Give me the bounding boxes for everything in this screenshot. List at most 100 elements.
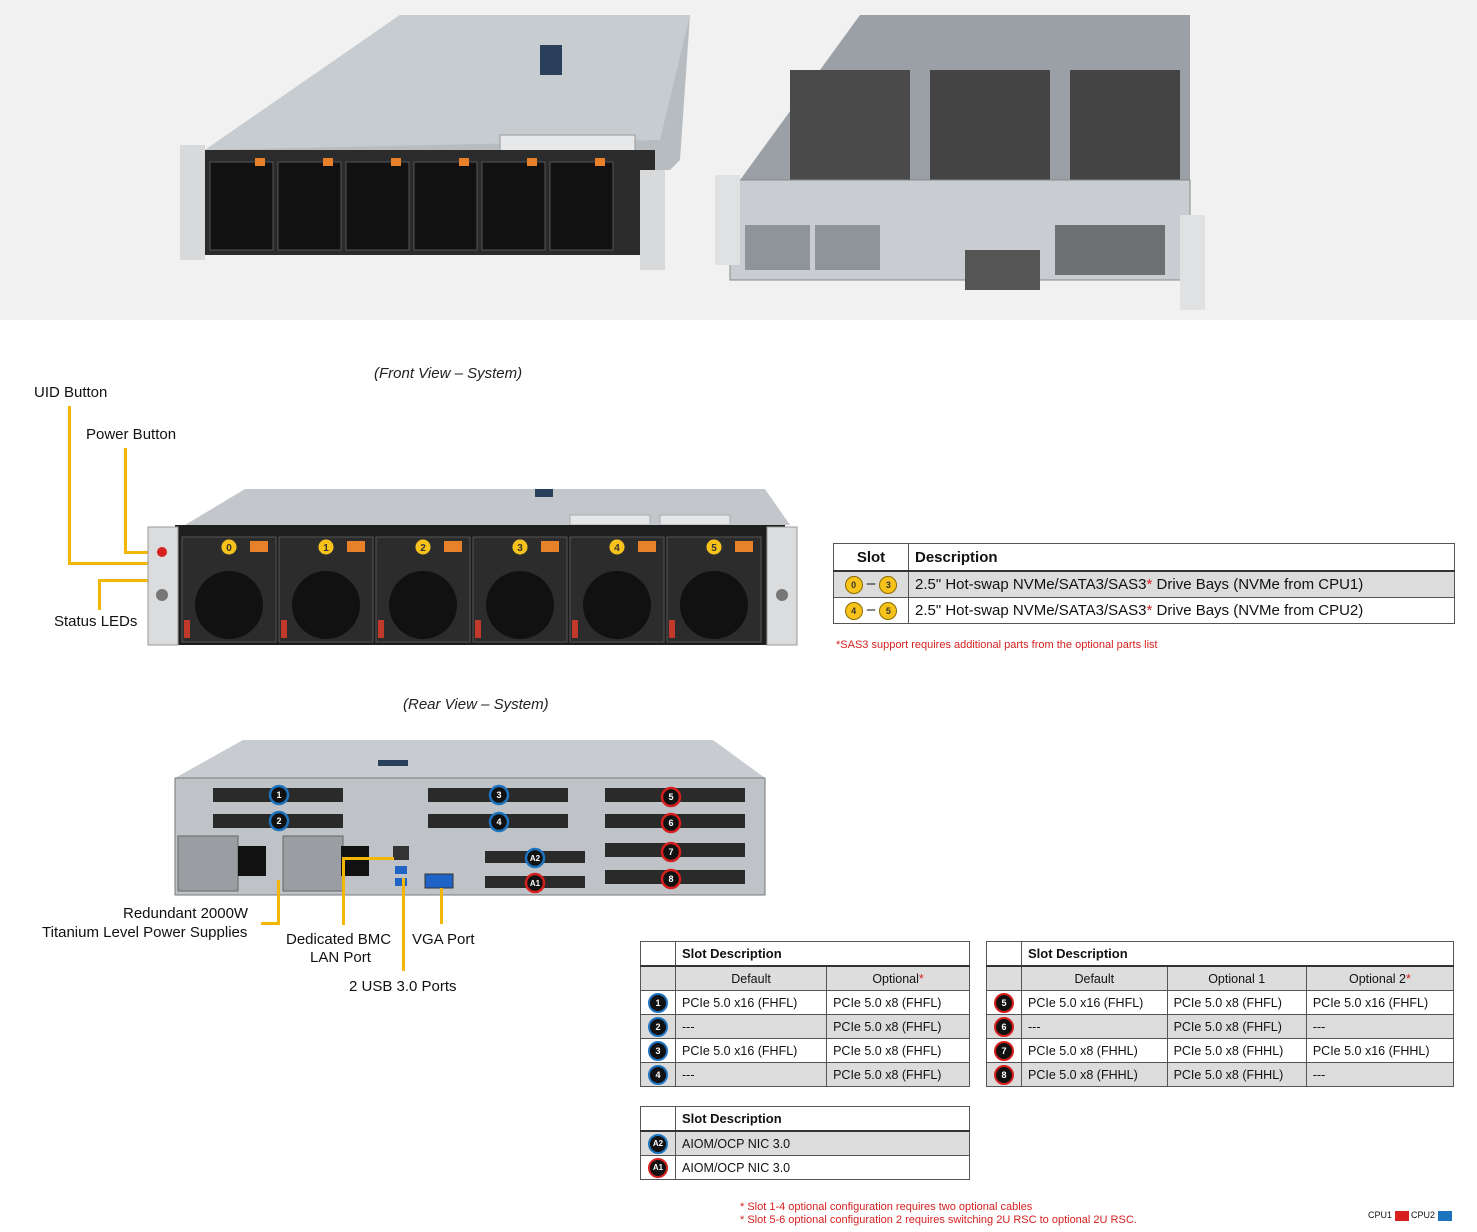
vga-callout-line [440, 888, 443, 924]
slot-badge-3: 3 [496, 790, 501, 800]
sas3-mark: * [1146, 576, 1153, 593]
optional-1-cell: PCIe 5.0 x8 (FHFL) [1166, 1014, 1307, 1039]
usb-port-1[interactable] [395, 866, 407, 874]
optional-cell: PCIe 5.0 x8 (FHFL) [826, 1062, 970, 1087]
bay-badge: 5 [879, 601, 898, 620]
rear-iso-photo [715, 15, 1205, 310]
cpu2-legend-label: CPU2 [1411, 1210, 1436, 1220]
rear-view-chassis: 1 2 3 4 5 6 7 8 A2 A1 [174, 740, 766, 896]
slot-table-5-8: Slot Description Default Optional 1 Opti… [986, 941, 1455, 1087]
default-cell: --- [1021, 1014, 1168, 1039]
front-ear-right-panel [766, 526, 798, 646]
slot-badge-a2: A2 [530, 854, 541, 863]
nic-card [1055, 225, 1165, 275]
drive-table-header-slot: Slot [833, 543, 909, 572]
table-row: 1 PCIe 5.0 x16 (FHFL) PCIe 5.0 x8 (FHFL) [640, 990, 970, 1015]
slot-badge-2: 2 [276, 816, 281, 826]
power-button-label: Power Button [86, 426, 177, 443]
slot-badge: 7 [994, 1040, 1014, 1061]
slot-badge: 2 [648, 1016, 668, 1037]
col-default: Default [1021, 965, 1168, 991]
psu-1 [177, 835, 239, 892]
range-dash: – [866, 601, 876, 619]
default-cell: PCIe 5.0 x8 (FHHL) [1021, 1062, 1168, 1087]
cpu1-swatch [1394, 1210, 1409, 1221]
front-iso-photo [180, 15, 690, 270]
cpu-legend: CPU1 CPU2 [1368, 1210, 1452, 1221]
bmc-label-line2: LAN Port [310, 949, 371, 966]
optional-cell: PCIe 5.0 x8 (FHFL) [826, 1038, 970, 1063]
psu-photo-2 [815, 225, 880, 270]
riser-card-middle [930, 70, 1050, 180]
default-cell: --- [674, 1014, 828, 1039]
slot-badge-a1: A1 [530, 879, 541, 888]
bottom-note-2: * Slot 5-6 optional configuration 2 requ… [740, 1214, 1137, 1226]
right-thumb-screw [776, 589, 788, 601]
bmc-lan-port[interactable] [393, 846, 409, 860]
status-callout-line-h [98, 579, 160, 582]
slot-badge: 6 [994, 1016, 1014, 1037]
riser-card-left [790, 70, 910, 180]
default-cell: PCIe 5.0 x8 (FHHL) [1021, 1038, 1168, 1063]
table-row: 6 --- PCIe 5.0 x8 (FHFL) --- [986, 1014, 1455, 1039]
cpu1-legend-label: CPU1 [1368, 1210, 1393, 1220]
aiom-desc-cell: AIOM/OCP NIC 3.0 [675, 1155, 970, 1180]
table-row: 8 PCIe 5.0 x8 (FHHL) PCIe 5.0 x8 (FHHL) … [986, 1062, 1455, 1087]
drive-desc-tail: Drive Bays (NVMe from CPU1) [1152, 576, 1364, 593]
sfp-ports [965, 250, 1040, 290]
range-dash: – [866, 575, 876, 593]
riser-card-right [1070, 70, 1180, 190]
psu-2-ac-inlet [341, 846, 369, 876]
vga-port[interactable] [424, 873, 454, 889]
slot-badge-7: 7 [668, 847, 673, 857]
optional-1-cell: PCIe 5.0 x8 (FHFL) [1166, 990, 1307, 1015]
slot-badge-1: 1 [276, 790, 281, 800]
default-cell: PCIe 5.0 x16 (FHFL) [674, 1038, 828, 1063]
bay-number-5: 5 [711, 543, 717, 554]
slot-badge: 8 [994, 1064, 1014, 1085]
table-row: A2 AIOM/OCP NIC 3.0 [640, 1130, 970, 1156]
slot-badge-6: 6 [668, 818, 673, 828]
aiom-slot-table: Slot Description A2 AIOM/OCP NIC 3.0 A1 … [640, 1106, 970, 1180]
table-row: A1 AIOM/OCP NIC 3.0 [640, 1155, 970, 1180]
optional-mark: * [918, 971, 924, 986]
rear-ear-left [715, 175, 740, 265]
usb-port-2[interactable] [395, 878, 407, 886]
slot-badge: 5 [994, 992, 1014, 1013]
drive-desc: 2.5" Hot-swap NVMe/SATA3/SAS3 [915, 576, 1147, 593]
slot-badge: 4 [648, 1064, 668, 1085]
slot-table-title: Slot Description [675, 941, 970, 967]
slot-badge-4: 4 [496, 817, 501, 827]
bmc-callout-line-h [342, 857, 394, 860]
table-row: 4 --- PCIe 5.0 x8 (FHFL) [640, 1062, 970, 1087]
col-optional-1: Optional 1 [1166, 965, 1307, 991]
table-row: 7 PCIe 5.0 x8 (FHHL) PCIe 5.0 x8 (FHHL) … [986, 1038, 1455, 1063]
rear-view-caption: (Rear View – System) [403, 696, 549, 713]
table-row: 2 --- PCIe 5.0 x8 (FHFL) [640, 1014, 970, 1039]
front-ear-left [180, 145, 205, 260]
uid-button-label: UID Button [34, 384, 108, 401]
slot-badge: A1 [648, 1157, 668, 1178]
slot-badge: A2 [648, 1133, 668, 1154]
power-button[interactable] [157, 547, 167, 557]
bay-badge: 4 [844, 601, 863, 620]
uid-callout-line-h [68, 562, 160, 565]
left-thumb-screw [156, 589, 168, 601]
front-ear-left-panel [147, 526, 179, 646]
psu-callout-line [277, 880, 280, 924]
drive-table-header-description: Description [908, 543, 1455, 572]
table-row: 3 PCIe 5.0 x16 (FHFL) PCIe 5.0 x8 (FHFL) [640, 1038, 970, 1063]
slot-badge-5: 5 [668, 792, 673, 802]
status-leds-label: Status LEDs [54, 613, 138, 630]
slot-badge-8: 8 [668, 874, 673, 884]
drive-desc: 2.5" Hot-swap NVMe/SATA3/SAS3 [915, 602, 1147, 619]
status-callout-line [98, 580, 101, 610]
top-release-latch [540, 45, 562, 75]
slot-badge: 1 [648, 992, 668, 1013]
optional-2-cell: PCIe 5.0 x16 (FHFL) [1305, 990, 1455, 1015]
sas3-mark: * [1146, 602, 1153, 619]
usb-ports-label: 2 USB 3.0 Ports [349, 978, 457, 995]
power-callout-line [124, 448, 127, 553]
optional-cell: PCIe 5.0 x8 (FHFL) [826, 1014, 970, 1039]
drive-table-row: 4 – 5 2.5" Hot-swap NVMe/SATA3/SAS3* Dri… [833, 597, 1455, 624]
